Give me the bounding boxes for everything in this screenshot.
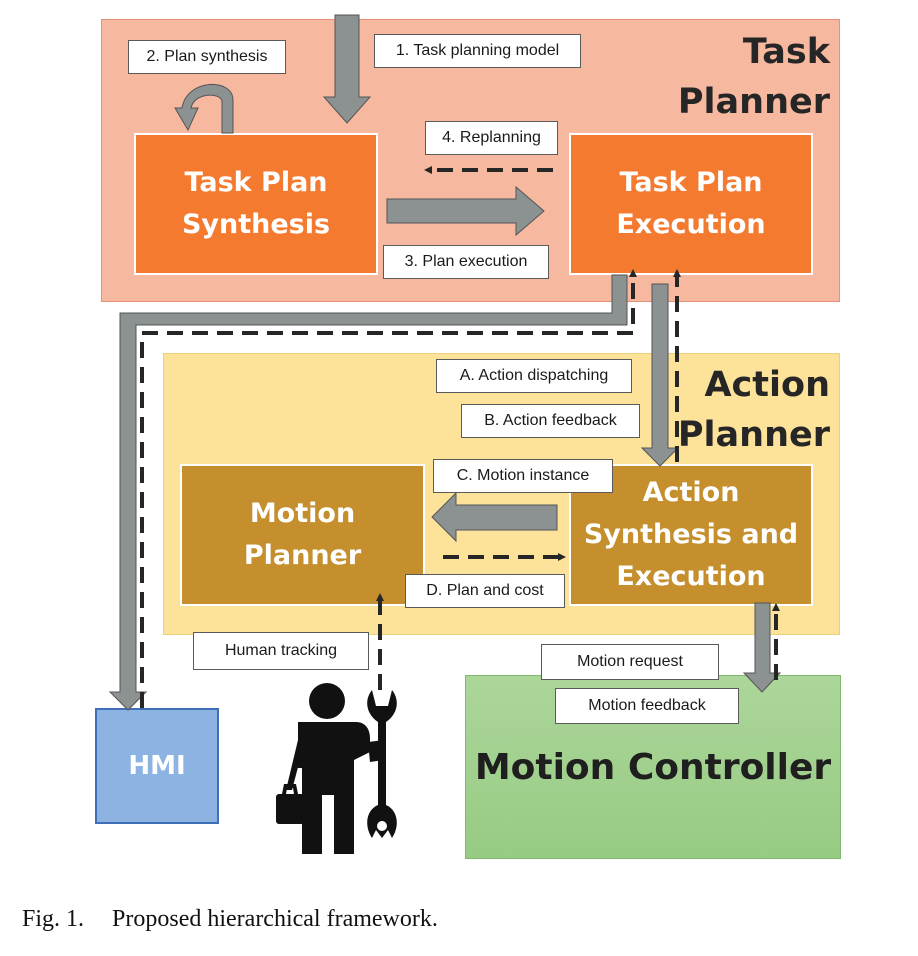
task-planner-title: Task Planner (677, 32, 830, 122)
execution-to-hmi-arrow (108, 274, 628, 711)
label-motion-request: Motion request (541, 644, 719, 680)
plan-execution-arrow (386, 185, 545, 237)
caption-text: Proposed hierarchical framework. (112, 906, 438, 932)
task-plan-execution-box: Task Plan Execution (569, 133, 813, 275)
label-plan-and-cost: D. Plan and cost (405, 574, 565, 608)
label-human-tracking: Human tracking (193, 632, 369, 670)
motion-controller-box: Motion Controller (465, 675, 841, 859)
label-plan-execution: 3. Plan execution (383, 245, 549, 279)
hmi-feedback-dashed-arrow (140, 269, 637, 708)
figure-caption: Fig. 1. Proposed hierarchical framework. (22, 906, 438, 933)
hmi-box: HMI (95, 708, 219, 824)
label-plan-synthesis: 2. Plan synthesis (128, 40, 286, 74)
action-dispatching-arrow (640, 283, 680, 467)
label-task-planning-model: 1. Task planning model (374, 34, 581, 68)
caption-fig-number: Fig. 1. (22, 906, 85, 932)
plan-synthesis-loop-arrow (174, 84, 234, 134)
task-plan-synthesis-box: Task Plan Synthesis (134, 133, 378, 275)
action-planner-title: Action Planner (677, 365, 830, 455)
label-action-dispatching: A. Action dispatching (436, 359, 632, 393)
label-action-feedback: B. Action feedback (461, 404, 640, 438)
motion-request-arrow (742, 602, 782, 693)
motion-planner-box: Motion Planner (180, 464, 425, 606)
label-motion-feedback: Motion feedback (555, 688, 739, 724)
label-motion-instance: C. Motion instance (433, 459, 613, 493)
worker-with-wrench-icon (276, 683, 397, 854)
motion-instance-arrow (431, 491, 558, 543)
task-planning-model-arrow (322, 14, 372, 124)
label-replanning: 4. Replanning (425, 121, 558, 155)
